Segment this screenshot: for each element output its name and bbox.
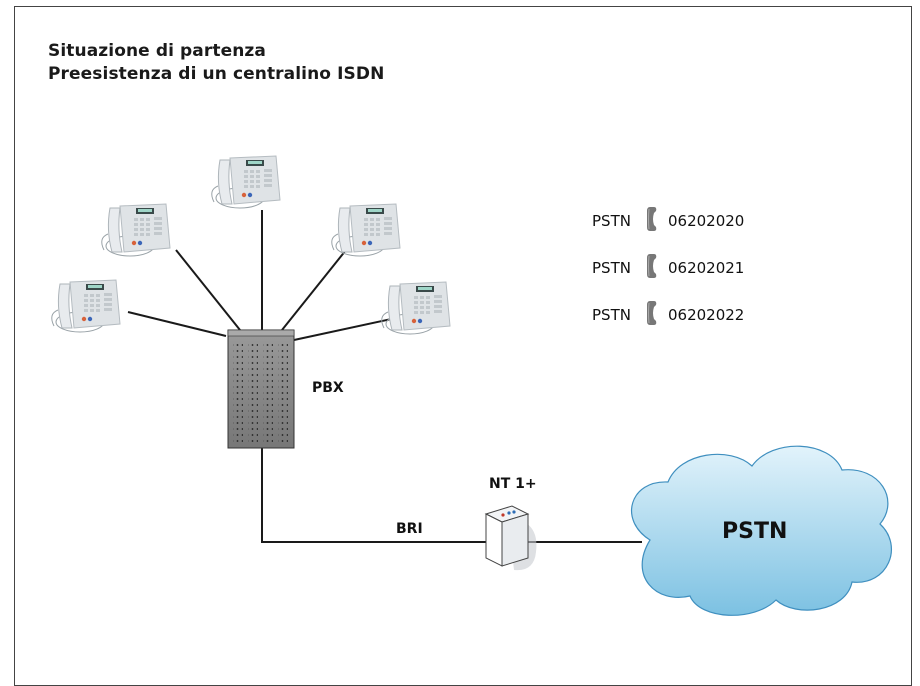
number-row: PSTN 06202021 — [592, 253, 744, 279]
cloud-icon — [631, 445, 892, 616]
number-network: PSTN — [592, 306, 631, 324]
phone-icon — [211, 155, 281, 209]
number-row: PSTN 06202020 — [592, 206, 744, 232]
nt-label: NT 1+ — [489, 476, 537, 492]
link-phone-5 — [293, 317, 397, 341]
phone-icon — [101, 203, 171, 257]
bri-link — [261, 448, 490, 543]
number-row: PSTN 06202022 — [592, 300, 744, 326]
link-phone-1 — [127, 311, 227, 337]
number-network: PSTN — [592, 259, 631, 277]
bri-label: BRI — [396, 521, 423, 537]
diagram-subtitle: Preesistenza di un centralino ISDN — [48, 64, 385, 84]
handset-icon — [646, 253, 657, 279]
network-diagram: PBX BRI NT 1+ PSTN PSTN 06202020 PSTN 06… — [51, 155, 892, 616]
pbx-icon — [227, 329, 295, 449]
pbx-label: PBX — [312, 380, 344, 396]
phone-icon — [381, 281, 451, 335]
link-phone-4 — [281, 249, 347, 331]
handset-icon — [646, 300, 657, 326]
phone-icon — [51, 279, 121, 333]
number-value: 06202020 — [668, 212, 744, 230]
handset-icon — [646, 206, 657, 232]
diagram-title: Situazione di partenza — [48, 41, 266, 61]
number-value: 06202021 — [668, 259, 744, 277]
number-value: 06202022 — [668, 306, 744, 324]
cloud-label: PSTN — [722, 519, 787, 544]
phone-icon — [331, 203, 401, 257]
number-network: PSTN — [592, 212, 631, 230]
link-phone-2 — [175, 249, 241, 331]
connection-lines — [127, 210, 642, 543]
nt-device-icon — [484, 505, 537, 571]
